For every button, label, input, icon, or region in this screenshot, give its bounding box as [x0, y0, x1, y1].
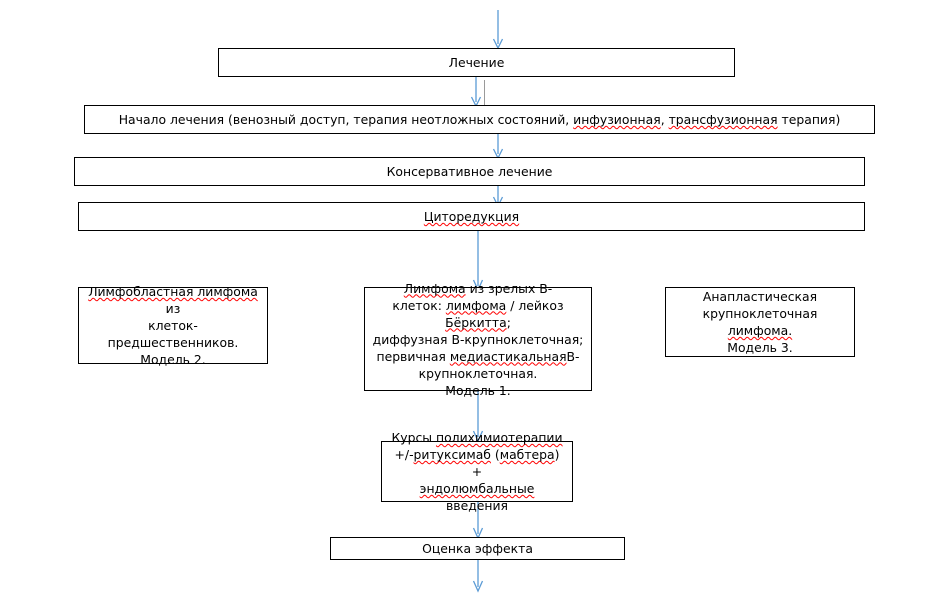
chemo-l1-pre: Курсы — [391, 430, 436, 445]
node-lymphoblastic-lymphoma[interactable]: Лимфобластная лимфома из клеток-предшеств… — [78, 284, 268, 367]
chemo-misspelled-mabtera: мабтера — [499, 447, 555, 462]
cytoreduction-misspelled: Циторедукция — [423, 209, 520, 224]
chemo-l3-post: введения — [445, 498, 509, 513]
mature-b-misspelled-berkitta: Бёркитта — [445, 314, 507, 330]
mature-b-misspelled-limfoma2: лимфома — [445, 297, 507, 313]
start-misspelled-transfuzionnaya: трансфузионная — [668, 112, 778, 127]
connector-start-to-conservative — [488, 132, 508, 160]
mature-b-misspelled-limfoma: Лимфома — [403, 280, 466, 296]
node-conservative-label: Консервативное лечение — [386, 164, 553, 179]
connector-stub-artifact — [484, 80, 485, 106]
node-cytoreduction[interactable]: Циторедукция — [78, 202, 865, 231]
node-effect-evaluation[interactable]: Оценка эффекта — [330, 537, 625, 560]
node-anaplastic-lymphoma[interactable]: Анапластическая крупноклеточная лимфома. М… — [665, 287, 855, 357]
node-conservative-treatment[interactable]: Консервативное лечение — [74, 157, 865, 186]
lymphoblastic-line3: Модель 2. — [140, 352, 206, 367]
start-misspelled-infuzionnaya: инфузионная — [573, 112, 661, 127]
start-prefix: Начало лечения (венозный доступ, терапия… — [118, 112, 574, 127]
node-cytoreduction-label: Циторедукция — [85, 208, 858, 225]
mature-b-l5: крупноклеточная. — [418, 365, 538, 381]
anaplastic-misspelled: лимфома. — [727, 323, 793, 338]
node-anaplastic-text: Анапластическая крупноклеточная лимфома. М… — [672, 288, 848, 356]
node-start-treatment-label: Начало лечения (венозный доступ, терапия… — [91, 111, 868, 128]
lymphoblastic-line2: клеток-предшественников. — [107, 318, 239, 350]
chemo-misspelled-endolyumbalnye: эндолюмбальные — [419, 481, 535, 496]
mature-b-l6: Модель 1. — [445, 382, 511, 398]
mature-b-misspelled-mediastikalnaya: медиастикальная — [449, 348, 567, 364]
mature-b-l2-post: ; — [506, 314, 511, 330]
mature-b-l2-mid: / лейкоз — [506, 297, 564, 313]
node-chemotherapy-courses[interactable]: Курсы полихимиотерапии +/-ритуксимаб (маб… — [381, 430, 573, 513]
node-treatment-label: Лечение — [448, 55, 505, 70]
node-chemotherapy-text: Курсы полихимиотерапии +/-ритуксимаб (маб… — [388, 429, 566, 514]
start-suffix: терапия) — [777, 112, 841, 127]
chemo-l2-mid: ( — [490, 447, 500, 462]
mature-b-l1-rest: из зрелых В- — [465, 280, 553, 296]
node-start-treatment[interactable]: Начало лечения (венозный доступ, терапия… — [84, 105, 875, 134]
node-effect-evaluation-label: Оценка эффекта — [422, 541, 533, 556]
node-treatment[interactable]: Лечение — [218, 48, 735, 77]
mature-b-l4-pre: первичная — [376, 348, 450, 364]
anaplastic-line3: Модель 3. — [727, 340, 793, 355]
node-mature-b-cell-lymphoma[interactable]: Лимфома из зрелых В-клеток: лимфома / ле… — [364, 281, 592, 398]
mature-b-l4-post: В- — [566, 348, 580, 364]
mature-b-l3: диффузная В-крупноклеточная; — [372, 331, 584, 347]
connector-into-treatment — [488, 10, 508, 50]
chemo-l2-pre: +/- — [394, 447, 414, 462]
chemo-misspelled-rituksimab: ритуксимаб — [413, 447, 491, 462]
chemo-l2-post: ) + — [471, 447, 560, 479]
lymphoblastic-misspelled: Лимфобластная лимфома — [88, 284, 258, 299]
lymphoblastic-line1-rest: из — [165, 301, 181, 316]
node-lymphoblastic-text: Лимфобластная лимфома из клеток-предшеств… — [85, 283, 261, 368]
chemo-misspelled-polihimioterapii: полихимиотерапии — [436, 430, 563, 445]
start-middle: , — [660, 112, 669, 127]
anaplastic-line2-pre: крупноклеточная — [702, 306, 818, 321]
connector-effect-out — [468, 560, 488, 593]
mature-b-l2-pre: клеток: — [392, 297, 446, 313]
anaplastic-line1: Анапластическая — [702, 289, 818, 304]
node-mature-b-text: Лимфома из зрелых В-клеток: лимфома / ле… — [371, 280, 585, 399]
connector-treatment-to-start — [466, 76, 490, 108]
